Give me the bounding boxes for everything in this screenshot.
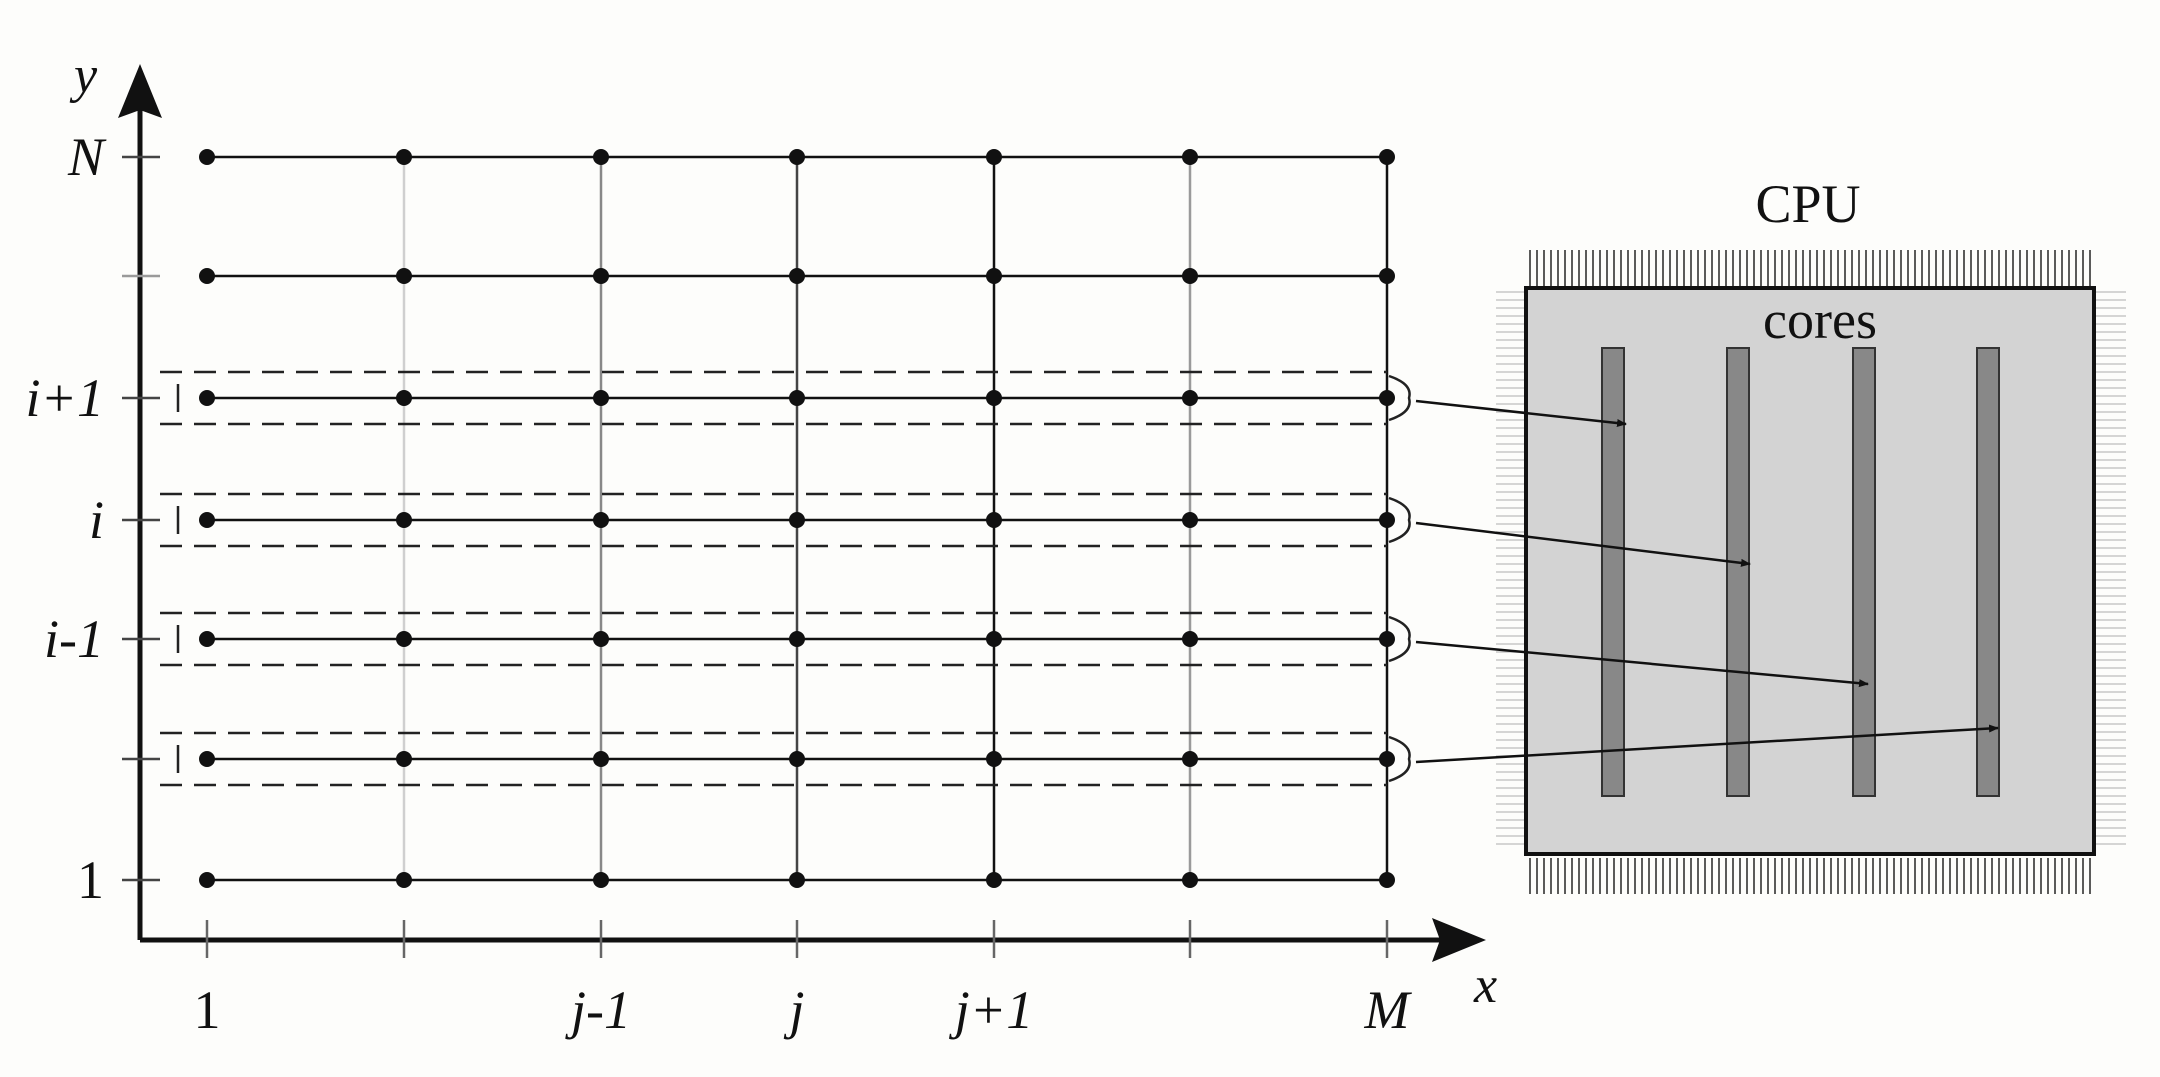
axis-ticks: 1 j-1 j j+1 M 1 i-1 i i+1 N	[26, 127, 1413, 1040]
x-tick-label: j+1	[949, 980, 1033, 1040]
grid-node	[199, 872, 215, 888]
x-tick-label: j	[783, 980, 804, 1040]
grid-node	[199, 631, 215, 647]
grid-node	[396, 390, 412, 406]
grid-node	[789, 512, 805, 528]
grid-node	[396, 512, 412, 528]
grid-node	[789, 872, 805, 888]
y-axis-label: y	[69, 47, 98, 104]
grid-node	[396, 872, 412, 888]
grid-node	[199, 751, 215, 767]
row-to-core-arrow	[1415, 724, 1999, 764]
grid-node	[593, 149, 609, 165]
row-band-brace	[1388, 735, 1411, 783]
grid-node	[1379, 390, 1395, 406]
y-tick-label: i	[89, 490, 104, 550]
grid-node	[593, 631, 609, 647]
grid-node	[789, 149, 805, 165]
cpu-core	[1601, 347, 1625, 797]
grid-nodes	[199, 149, 1395, 888]
grid-node	[986, 268, 1002, 284]
y-tick-label: 1	[77, 850, 104, 910]
grid-node	[1182, 872, 1198, 888]
grid-node	[396, 631, 412, 647]
grid-node	[1379, 512, 1395, 528]
grid-node	[1379, 149, 1395, 165]
grid-node	[789, 268, 805, 284]
grid-node	[593, 872, 609, 888]
grid-node	[986, 751, 1002, 767]
grid-node	[1379, 872, 1395, 888]
grid-node	[593, 751, 609, 767]
grid-node	[1182, 631, 1198, 647]
cores-label: cores	[1763, 290, 1877, 350]
grid-node	[1182, 268, 1198, 284]
row-bands	[160, 370, 1411, 787]
row-to-core-arrow	[1415, 399, 1627, 427]
grid-node	[1182, 512, 1198, 528]
grid-node	[396, 268, 412, 284]
grid-node	[789, 751, 805, 767]
row-to-core-arrows	[1415, 399, 1999, 764]
grid-node	[1182, 390, 1198, 406]
grid-node	[1182, 751, 1198, 767]
x-axis-arrowhead	[1432, 918, 1486, 962]
grid-node	[789, 631, 805, 647]
grid-node	[986, 872, 1002, 888]
grid-node	[986, 149, 1002, 165]
cpu-core	[1726, 347, 1750, 797]
cpu-cores	[1601, 347, 2000, 797]
row-band-brace	[1388, 374, 1411, 422]
grid-node	[396, 149, 412, 165]
grid-node	[396, 751, 412, 767]
cpu-chip: CPU cores	[1496, 174, 2126, 894]
grid-node	[1379, 631, 1395, 647]
cpu-core	[1976, 347, 2000, 797]
row-to-core-arrow	[1415, 640, 1869, 688]
grid-node	[1182, 149, 1198, 165]
grid-node	[199, 149, 215, 165]
cpu-title: CPU	[1755, 174, 1860, 234]
row-band-brace	[1388, 615, 1411, 663]
y-tick-label: i-1	[44, 609, 104, 669]
grid-node	[199, 390, 215, 406]
grid-node	[593, 512, 609, 528]
grid-node	[789, 390, 805, 406]
grid-node	[199, 512, 215, 528]
x-tick-label: j-1	[565, 980, 631, 1040]
y-tick-label: N	[67, 127, 107, 187]
grid-node	[199, 268, 215, 284]
y-tick-label: i+1	[26, 368, 104, 428]
cpu-pins	[1496, 250, 2126, 894]
y-axis-arrowhead	[118, 64, 162, 118]
grid-node	[986, 631, 1002, 647]
grid-node	[1379, 751, 1395, 767]
grid-node	[986, 390, 1002, 406]
x-tick-label: M	[1364, 980, 1413, 1040]
x-axis-label: x	[1473, 957, 1497, 1014]
grid-node	[593, 268, 609, 284]
grid-node	[593, 390, 609, 406]
grid-node	[1379, 268, 1395, 284]
cpu-core	[1852, 347, 1876, 797]
axes: x y	[69, 47, 1497, 1014]
row-to-core-arrow	[1415, 521, 1751, 567]
row-band-brace	[1388, 496, 1411, 544]
x-tick-label: 1	[194, 980, 221, 1040]
grid-node	[986, 512, 1002, 528]
